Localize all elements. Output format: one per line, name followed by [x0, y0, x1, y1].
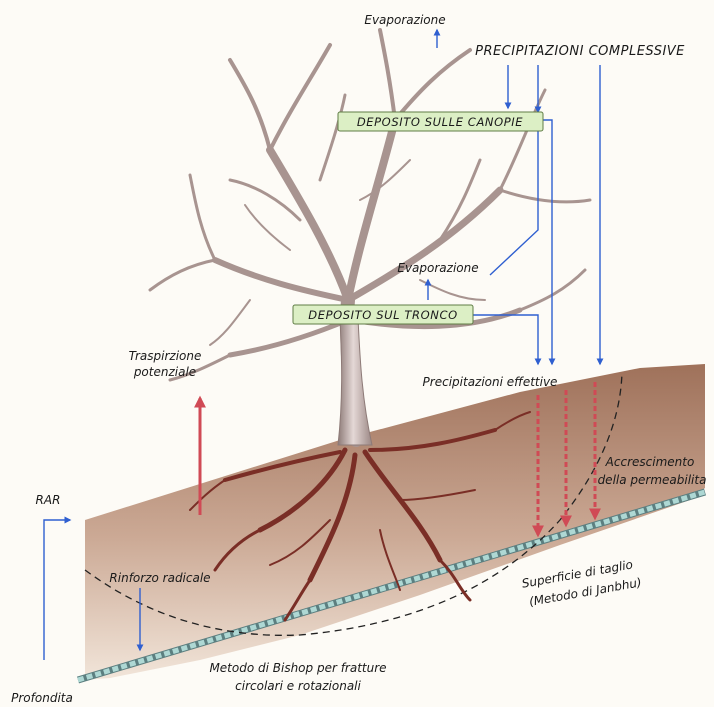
rar-arrow — [44, 520, 70, 660]
bishop-label-2: circolari e rotazionali — [235, 679, 361, 693]
depth-label: Profondita — [11, 691, 73, 705]
canopy-deposit-label: DEPOSITO SULLE CANOPIE — [357, 115, 523, 129]
transpiration-label-1: Traspirzione — [129, 349, 202, 363]
effective-precipitation-label: Precipitazioni effettive — [423, 375, 558, 389]
canopy-drip-arrow — [490, 130, 538, 275]
permeability-label-2: della permeabilita — [598, 473, 707, 487]
permeability-label-1: Accrescimento — [605, 455, 695, 469]
tree-trunk — [338, 318, 372, 445]
canopy-to-soil-arrow — [543, 120, 552, 364]
total-precipitation-label: PRECIPITAZIONI COMPLESSIVE — [475, 44, 685, 59]
root-reinforcement-label: Rinforzo radicale — [109, 571, 210, 585]
rar-label: RAR — [36, 493, 61, 507]
transpiration-label-2: potenziale — [133, 365, 196, 379]
evaporation-top-label: Evaporazione — [364, 13, 445, 27]
evaporation-mid-label: Evaporazione — [397, 261, 478, 275]
bishop-label-1: Metodo di Bishop per fratture — [209, 661, 386, 675]
trunk-deposit-label: DEPOSITO SUL TRONCO — [308, 308, 457, 322]
